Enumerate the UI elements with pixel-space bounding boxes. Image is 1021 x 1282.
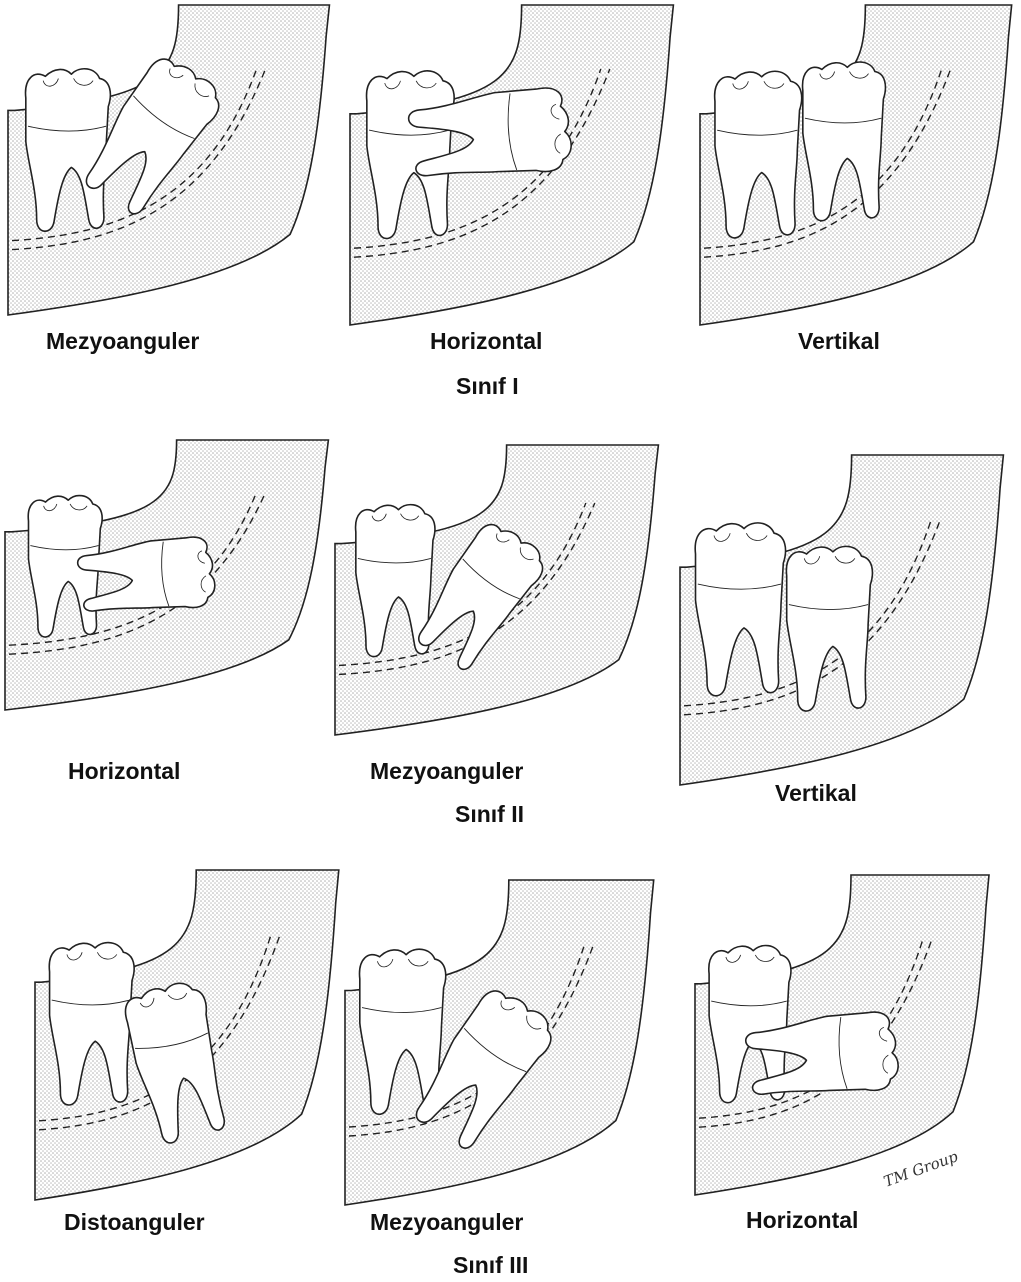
panel-label: Horizontal (68, 758, 180, 785)
class-label: Sınıf I (456, 373, 519, 400)
panel-label: Mezyoanguler (370, 758, 523, 785)
panel-label: Vertikal (775, 780, 857, 807)
illustration-panel (5, 440, 328, 710)
panel-label: Mezyoanguler (370, 1209, 523, 1236)
panel-label: Horizontal (430, 328, 542, 355)
illustration-panel (8, 5, 329, 315)
illustration-panel (335, 445, 658, 735)
illustration-panel (695, 875, 989, 1195)
illustration-panel (700, 5, 1012, 325)
class-label: Sınıf III (453, 1252, 528, 1279)
illustration-panel (350, 5, 673, 325)
panel-label: Distoanguler (64, 1209, 205, 1236)
panel-label: Horizontal (746, 1207, 858, 1234)
illustration-panel (345, 880, 654, 1205)
illustration-panel (35, 870, 339, 1200)
illustration-panel (680, 455, 1003, 785)
class-label: Sınıf II (455, 801, 524, 828)
panel-label: Mezyoanguler (46, 328, 199, 355)
panel-label: Vertikal (798, 328, 880, 355)
